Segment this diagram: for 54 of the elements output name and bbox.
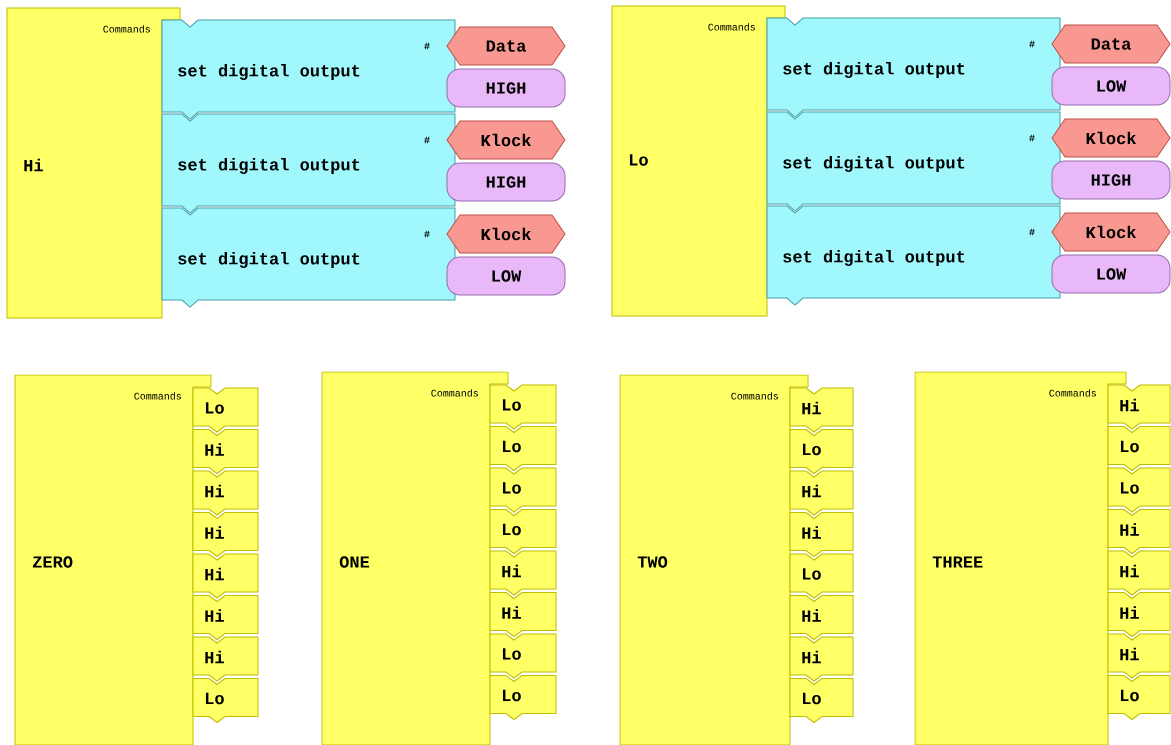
value-block: HIGH [446, 68, 566, 108]
call-block: Lo [192, 387, 259, 433]
call-block: Hi [789, 636, 854, 682]
call-block: Lo [489, 675, 557, 720]
command-block: # set digital output [766, 17, 1061, 118]
pin-block: Klock [1051, 212, 1171, 252]
value-block: LOW [1051, 66, 1171, 106]
call-block: Lo [489, 426, 557, 471]
command-block: # set digital output [161, 19, 456, 120]
call-block: Hi [192, 636, 259, 682]
call-block: Hi [192, 595, 259, 640]
call-block: Lo [789, 553, 854, 599]
node-label: THREE [932, 556, 983, 568]
node-label: TWO [637, 556, 668, 568]
call-block: Hi [489, 550, 557, 596]
value-block: HIGH [1051, 160, 1171, 200]
call-block: Lo [192, 678, 259, 723]
node-label: Commands [731, 392, 778, 400]
call-block: Hi [789, 387, 854, 433]
pin-block: Klock [446, 120, 566, 160]
call-block: Hi [192, 512, 259, 557]
command-block: # set digital output [161, 207, 456, 308]
value-block: HIGH [446, 162, 566, 202]
pin-block: Data [446, 26, 566, 66]
call-block: Hi [192, 470, 259, 516]
call-block: Hi [789, 595, 854, 640]
call-block: Hi [1107, 550, 1171, 596]
command-block: # set digital output [766, 205, 1061, 306]
value-block: LOW [1051, 254, 1171, 294]
call-block: Hi [789, 512, 854, 557]
call-block: Lo [489, 509, 557, 554]
call-block: Lo [789, 429, 854, 474]
call-block: Lo [489, 467, 557, 513]
call-block: Lo [489, 633, 557, 679]
call-block: Lo [1107, 467, 1171, 513]
pin-block: Data [1051, 24, 1171, 64]
call-block: Hi [789, 470, 854, 516]
call-block: Hi [1107, 592, 1171, 637]
command-block: # set digital output [161, 113, 456, 214]
call-block: Hi [1107, 633, 1171, 679]
call-block: Hi [1107, 509, 1171, 554]
call-block: Lo [1107, 675, 1171, 720]
call-block: Hi [1107, 384, 1171, 430]
call-block: Lo [789, 678, 854, 723]
pin-block: Klock [1051, 118, 1171, 158]
command-block: # set digital output [766, 111, 1061, 212]
node-label: Commands [1049, 389, 1096, 397]
call-block: Lo [489, 384, 557, 430]
pin-block: Klock [446, 214, 566, 254]
call-block: Hi [489, 592, 557, 637]
call-block: Lo [1107, 426, 1171, 471]
call-block: Hi [192, 429, 259, 474]
call-block: Hi [192, 553, 259, 599]
value-block: LOW [446, 256, 566, 296]
